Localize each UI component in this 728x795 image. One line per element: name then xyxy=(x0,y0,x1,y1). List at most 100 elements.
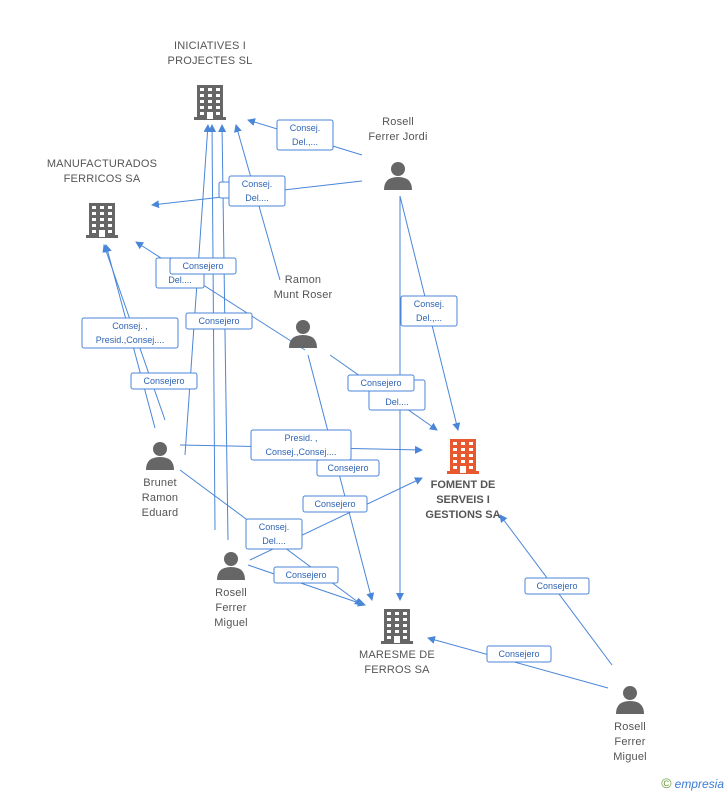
edge-label-box xyxy=(250,429,352,461)
node-label: Rosell xyxy=(614,721,646,733)
node-label: INICIATIVES I xyxy=(174,40,246,52)
edge-label-box xyxy=(302,495,368,513)
node-label: FERROS SA xyxy=(364,664,430,676)
node-label: Miguel xyxy=(214,617,248,629)
edge-label-text: Consej. , xyxy=(112,321,148,331)
edge-line-19 xyxy=(427,636,609,689)
node-label: Ramon xyxy=(285,274,321,286)
edge-label-box xyxy=(81,317,179,349)
edge-label-box xyxy=(185,312,253,330)
node-label: Miguel xyxy=(613,751,647,763)
edge-label-box xyxy=(486,645,552,663)
node-label: MANUFACTURADOS xyxy=(47,158,157,170)
edge-label-text: Consejero xyxy=(285,570,326,580)
edge-label-text: Consej. xyxy=(414,299,445,309)
edge-label-box xyxy=(130,372,198,390)
edge-label-text: Del.... xyxy=(245,193,269,203)
edge-label-text: Del.... xyxy=(262,536,286,546)
edge-label-l13[interactable]: Consejero xyxy=(316,459,380,477)
edge-label-text: Consejero xyxy=(536,581,577,591)
edge-label-box xyxy=(400,295,458,327)
node-label: Ramon xyxy=(142,492,178,504)
node-label: Rosell xyxy=(382,116,414,128)
person-icon xyxy=(616,686,644,714)
node-label: PROJECTES SL xyxy=(168,55,253,67)
edge-label-box xyxy=(524,577,590,595)
building-icon xyxy=(86,203,118,238)
node-label: Rosell xyxy=(215,587,247,599)
person-icon xyxy=(384,162,412,190)
node-label: Brunet xyxy=(143,477,177,489)
edge-label-l12[interactable]: Presid. , Consej.,Consej.... xyxy=(250,429,352,461)
edge-label-l11[interactable]: Consejero xyxy=(347,374,415,392)
edge-label-box xyxy=(273,566,339,584)
edge-label-text: Presid.,Consej.... xyxy=(96,335,165,345)
node-iniciatives[interactable]: INICIATIVES I PROJECTES SL xyxy=(168,40,253,120)
edge-label-l6[interactable]: Consejero xyxy=(185,312,253,330)
edge-label-l16[interactable]: Consejero xyxy=(273,566,339,584)
node-label: Ferrer xyxy=(215,602,246,614)
node-label: FOMENT DE xyxy=(431,479,496,491)
edge-label-text: Consej. xyxy=(290,123,321,133)
edge-label-l7[interactable]: Consej. , Presid.,Consej.... xyxy=(81,317,179,349)
node-label: Ferrer xyxy=(614,736,645,748)
brand-logo[interactable]: empresia xyxy=(675,777,724,791)
edge-label-text: Consejero xyxy=(327,463,368,473)
edge-label-l17[interactable]: Consejero xyxy=(524,577,590,595)
footer-credit: ©empresia xyxy=(661,775,724,791)
edge-label-box xyxy=(228,175,286,207)
edge-label-text: Del.... xyxy=(385,397,409,407)
building-icon xyxy=(447,439,479,474)
edge-label-box xyxy=(276,119,334,151)
edge-label-box xyxy=(347,374,415,392)
edge-label-l5[interactable]: Consejero xyxy=(169,257,237,275)
edge-label-text: Presid. , xyxy=(284,433,317,443)
edge-label-box xyxy=(169,257,237,275)
edge-label-l18[interactable]: Consejero xyxy=(486,645,552,663)
edges-layer xyxy=(102,118,613,689)
person-icon xyxy=(217,552,245,580)
edge-label-l15[interactable]: Consej. Del.... xyxy=(245,518,303,550)
node-label: Munt Roser xyxy=(274,289,333,301)
edge-label-text: Consejero xyxy=(182,261,223,271)
building-icon xyxy=(194,85,226,120)
edge-label-text: Consejero xyxy=(360,378,401,388)
person-icon xyxy=(289,320,317,348)
edge-label-l1[interactable]: Consej. Del.,... xyxy=(276,119,334,151)
edge-label-text: Consejero xyxy=(498,649,539,659)
brand-name: mpresia xyxy=(681,777,724,791)
edge-label-text: Consej. xyxy=(242,179,273,189)
edge-line-3 xyxy=(184,124,212,456)
edge-label-text: Consejero xyxy=(198,316,239,326)
edge-label-box xyxy=(316,459,380,477)
person-icon xyxy=(146,442,174,470)
edge-label-text: Del.,... xyxy=(292,137,318,147)
node-label: Eduard xyxy=(142,507,179,519)
edge-label-text: Consej.,Consej.... xyxy=(265,447,336,457)
edge-line-14 xyxy=(307,354,375,601)
edge-labels-layer: Consej.Del.,...CConsej.Del....CDel....Co… xyxy=(81,119,590,663)
node-label: MARESME DE xyxy=(359,649,435,661)
edge-label-box xyxy=(245,518,303,550)
edge-label-text: Consej. xyxy=(259,522,290,532)
node-label: GESTIONS SA xyxy=(425,509,500,521)
building-icon xyxy=(381,609,413,644)
edge-label-l9[interactable]: Consej. Del.,... xyxy=(400,295,458,327)
edge-label-text: Del.,... xyxy=(416,313,442,323)
edge-label-l8[interactable]: Consejero xyxy=(130,372,198,390)
node-maresme[interactable]: MARESME DE FERROS SA xyxy=(359,609,435,676)
edge-label-l3[interactable]: Consej. Del.... xyxy=(228,175,286,207)
edge-line-16 xyxy=(247,564,366,607)
node-label: Ferrer Jordi xyxy=(368,131,427,143)
edge-label-l14[interactable]: Consejero xyxy=(302,495,368,513)
brand-initial: e xyxy=(674,777,682,791)
